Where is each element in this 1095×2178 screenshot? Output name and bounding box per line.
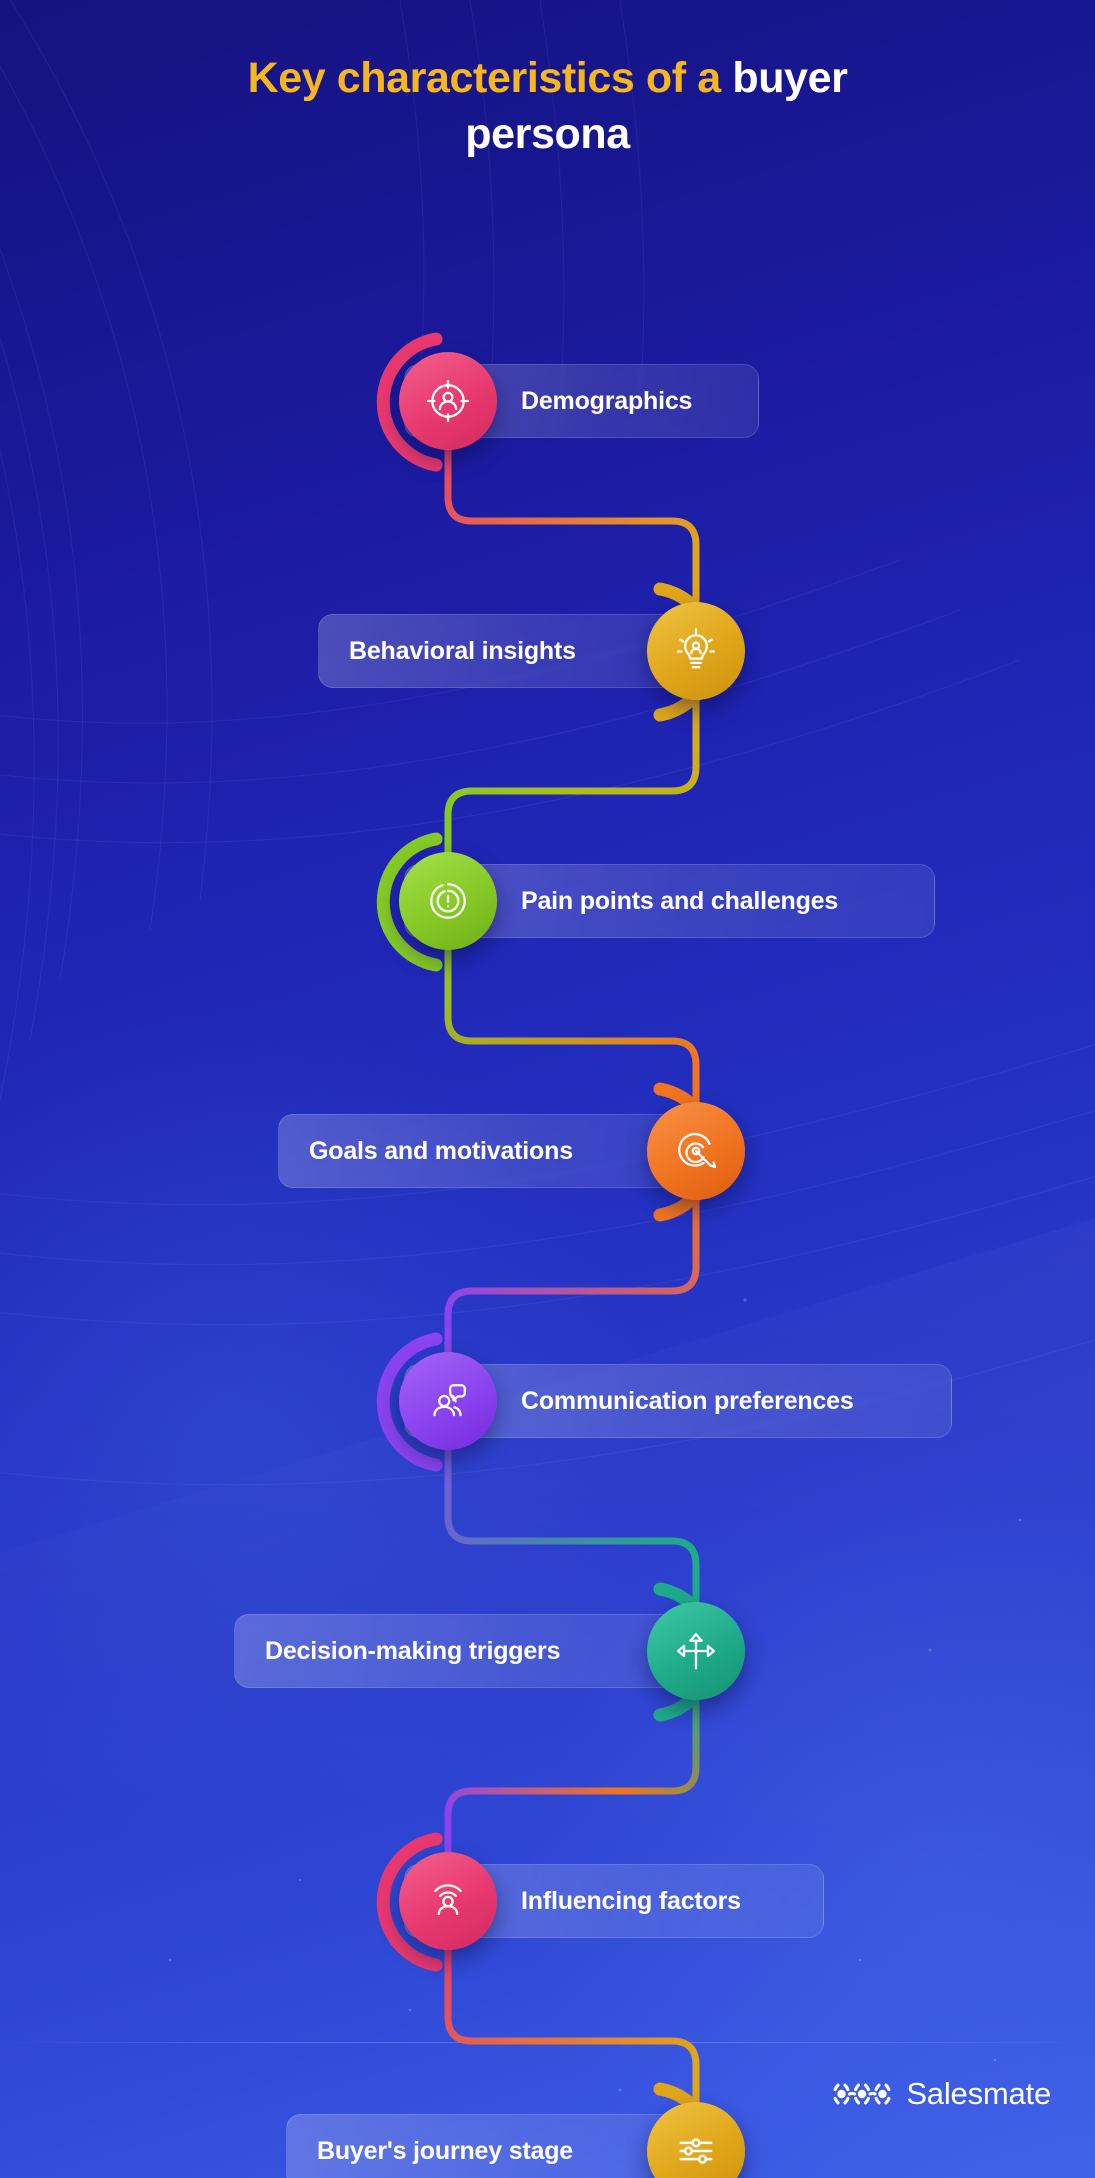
step-buyers-journey-stage[interactable]: Buyer's journey stage bbox=[0, 2082, 1095, 2178]
step-icon-bubble[interactable] bbox=[399, 1852, 497, 1950]
step-decision-making-triggers[interactable]: Decision-making triggers bbox=[0, 1582, 1095, 1722]
salesmate-wordmark: Salesmate bbox=[906, 2076, 1051, 2111]
page-title: Key characteristics of a buyer persona bbox=[0, 50, 1095, 162]
step-label: Influencing factors bbox=[521, 1886, 741, 1915]
sliders-icon bbox=[679, 2138, 713, 2164]
step-icon-bubble[interactable] bbox=[647, 1102, 745, 1200]
step-label: Behavioral insights bbox=[349, 636, 576, 665]
step-influencing-factors[interactable]: Influencing factors bbox=[0, 1832, 1095, 1972]
step-communication-preferences[interactable]: Communication preferences bbox=[0, 1332, 1095, 1472]
step-label: Communication preferences bbox=[521, 1386, 854, 1415]
target-dart-icon bbox=[678, 1132, 717, 1169]
step-icon-bubble[interactable] bbox=[647, 1602, 745, 1700]
title-highlight-text: buyer bbox=[732, 54, 848, 102]
step-label: Decision-making triggers bbox=[265, 1636, 561, 1665]
step-label: Demographics bbox=[521, 386, 693, 415]
three-way-arrows-icon bbox=[676, 1633, 716, 1670]
step-icon-bubble[interactable] bbox=[647, 602, 745, 700]
step-icon-bubble[interactable] bbox=[399, 1352, 497, 1450]
maze-alert-icon bbox=[430, 883, 466, 919]
step-icon-bubble[interactable] bbox=[399, 352, 497, 450]
salesmate-footer-logo[interactable]: Salesmate bbox=[832, 2076, 1051, 2112]
step-behavioral-insights[interactable]: Behavioral insights bbox=[0, 582, 1095, 722]
lightbulb-person-icon bbox=[676, 628, 716, 669]
person-in-crosshairs-icon bbox=[426, 379, 470, 423]
title-second-line: persona bbox=[465, 110, 630, 158]
step-demographics[interactable]: Demographics bbox=[0, 332, 1095, 472]
step-label: Buyer's journey stage bbox=[317, 2136, 574, 2165]
step-label: Pain points and challenges bbox=[521, 886, 839, 915]
people-chat-icon bbox=[433, 1384, 466, 1417]
step-pain-points[interactable]: Pain points and challenges bbox=[0, 832, 1095, 972]
step-goals-motivations[interactable]: Goals and motivations bbox=[0, 1082, 1095, 1222]
person-broadcast-icon bbox=[434, 1884, 462, 1916]
salesmate-logo-icon bbox=[833, 2083, 891, 2105]
step-label: Goals and motivations bbox=[309, 1136, 573, 1165]
step-icon-bubble[interactable] bbox=[399, 852, 497, 950]
title-accent-text: Key characteristics of a bbox=[247, 54, 733, 102]
